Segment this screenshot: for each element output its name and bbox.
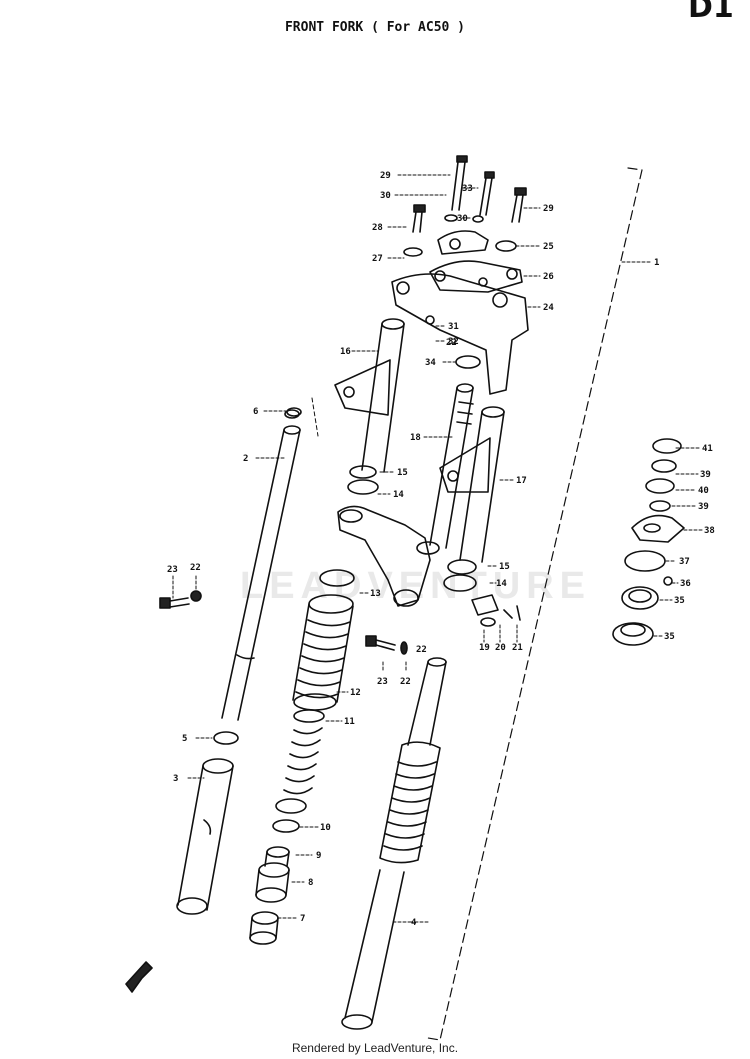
lower-bracket (337, 505, 440, 607)
callout-19: 19 (479, 643, 490, 653)
callout-41: 41 (702, 444, 713, 454)
callout-14a: 14 (393, 490, 404, 500)
callout-35b: 35 (664, 632, 675, 642)
spring (275, 709, 325, 814)
page-code: D1 (688, 0, 734, 25)
callout-38: 38 (704, 526, 715, 536)
callout-28: 28 (372, 223, 383, 233)
top-bolts (403, 155, 527, 257)
callout-39a: 39 (700, 470, 711, 480)
callout-23a: 23 (167, 565, 178, 575)
left-upper-tube (334, 318, 405, 495)
callout-30a: 30 (380, 191, 391, 201)
callout-12: 12 (350, 688, 361, 698)
assembly-bracket (427, 167, 643, 1041)
callout-37: 37 (679, 557, 690, 567)
callout-40: 40 (698, 486, 709, 496)
upper-bracket (391, 273, 529, 395)
right-outer-tube (341, 657, 447, 1030)
rubber-boot-left (292, 569, 355, 711)
lower-bushings (249, 819, 300, 945)
watermark-logo: LEADVENTURE (240, 565, 592, 607)
callout-14b: 14 (496, 579, 507, 589)
callout-22c: 22 (446, 338, 457, 348)
ring-5 (213, 731, 239, 745)
inner-tube (221, 409, 301, 721)
callout-10: 10 (320, 823, 331, 833)
footer-credit: Rendered by LeadVenture, Inc. (291, 1041, 459, 1055)
callout-31: 31 (448, 322, 459, 332)
right-upper-tube (439, 406, 505, 592)
callout-34: 34 (425, 358, 436, 368)
callout-7: 7 (300, 914, 305, 924)
callout-30b: 30 (457, 214, 468, 224)
callout-22b: 22 (400, 677, 411, 687)
callout-4: 4 (411, 918, 417, 928)
washer-6 (286, 397, 319, 437)
clip-parts (471, 594, 521, 627)
callout-8: 8 (308, 878, 313, 888)
outer-lower-tube (176, 758, 234, 915)
leader-lines (172, 174, 703, 923)
callout-9: 9 (316, 851, 321, 861)
callout-35a: 35 (674, 596, 685, 606)
callout-32: 32 (448, 337, 459, 347)
callout-23b: 23 (377, 677, 388, 687)
callout-1: 1 (654, 258, 659, 268)
callout-29a: 29 (380, 171, 391, 181)
callout-20: 20 (495, 643, 506, 653)
callout-36: 36 (680, 579, 691, 589)
callout-21: 21 (512, 643, 523, 653)
front-arrow-icon (125, 961, 153, 993)
callout-5: 5 (182, 734, 187, 744)
callout-3: 3 (173, 774, 178, 784)
callout-13: 13 (370, 589, 381, 599)
steering-stem (429, 383, 474, 549)
left-bolt (159, 590, 202, 609)
callout-15b: 15 (499, 562, 510, 572)
callout-2: 2 (243, 454, 248, 464)
middle-bolt (365, 635, 408, 655)
callout-labels: 1 2 3 4 5 6 7 8 9 10 11 12 13 14 15 14 1… (167, 171, 715, 928)
callout-24: 24 (543, 303, 554, 313)
callout-6: 6 (253, 407, 258, 417)
callout-17: 17 (516, 476, 527, 486)
callout-29b: 29 (543, 204, 554, 214)
bearing-stack (612, 438, 685, 646)
callout-27: 27 (372, 254, 383, 264)
callout-26: 26 (543, 272, 554, 282)
callout-11: 11 (344, 717, 355, 727)
callout-22a: 22 (190, 563, 201, 573)
callout-22d: 22 (416, 645, 427, 655)
callout-15a: 15 (397, 468, 408, 478)
diagram-title: FRONT FORK ( For AC50 ) (284, 20, 465, 35)
callout-39b: 39 (698, 502, 709, 512)
callout-25: 25 (543, 242, 554, 252)
callout-18: 18 (410, 433, 421, 443)
callout-33: 33 (462, 184, 473, 194)
callout-16: 16 (340, 347, 351, 357)
